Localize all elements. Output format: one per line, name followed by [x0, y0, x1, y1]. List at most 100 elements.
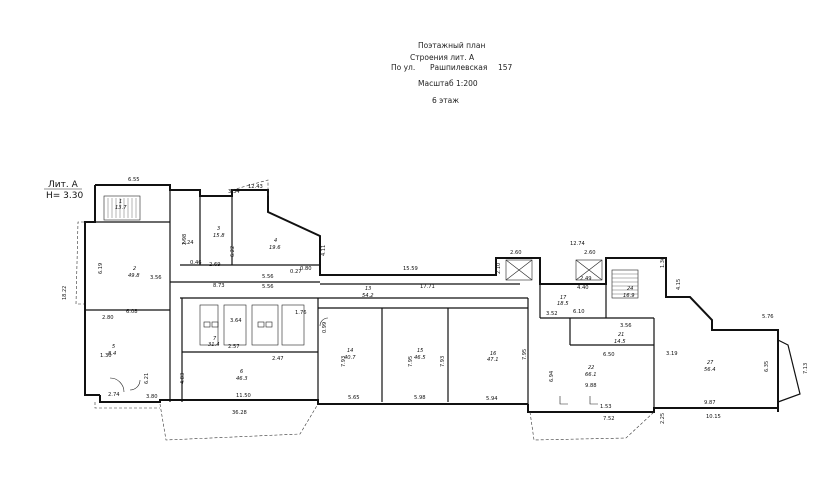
- door-swing: [319, 317, 329, 327]
- dim-label-vertical: 4.11: [321, 245, 327, 256]
- dim-label: 4.40: [577, 285, 589, 291]
- room-2: 2 49.8: [128, 266, 140, 279]
- header-title: Поэтажный план: [418, 41, 485, 50]
- room-area: 13.7: [115, 205, 127, 211]
- dim-label-vertical: 2.25: [660, 413, 666, 424]
- dim-label: 3.52: [546, 311, 558, 317]
- room-22: 22 66.1: [585, 365, 597, 378]
- building-height: Н= 3.30: [46, 191, 83, 201]
- stair-1: [103, 195, 141, 221]
- balconies: [75, 179, 655, 441]
- header-scale: Масштаб 1:200: [418, 79, 478, 88]
- dim-label: 2.57: [228, 344, 240, 350]
- dim-label: 11.50: [236, 393, 251, 399]
- balcony-west: [75, 221, 84, 305]
- dim-label: 3.34: [228, 189, 240, 195]
- lift-2: [575, 259, 603, 281]
- building-label: Лит. А Н= 3.30: [44, 180, 83, 201]
- dim-label: 9.87: [704, 400, 716, 406]
- room-number: 1: [119, 199, 122, 205]
- dim-label: 2.80: [102, 315, 114, 321]
- dim-label: 5.94: [486, 396, 498, 402]
- wall-south-right: [527, 404, 778, 413]
- room-area: 19.6: [269, 245, 281, 251]
- doors: [109, 317, 598, 405]
- dim-label: 5.76: [762, 314, 774, 320]
- room-number: 16: [490, 351, 496, 357]
- room-16: 16 47.1: [487, 351, 499, 363]
- sink-1: [203, 321, 211, 328]
- room-3: 3 15.8: [213, 226, 225, 239]
- dim-label: 5.56: [262, 284, 274, 290]
- dim-label: 6.08: [126, 309, 138, 315]
- balcony-north: [231, 179, 269, 196]
- dim-label: 2.60: [510, 250, 522, 256]
- door-marker: [589, 396, 598, 405]
- room-number: 14: [347, 348, 353, 354]
- lift-2-cross: [575, 259, 603, 281]
- dim-label: 0.27: [290, 269, 302, 275]
- dim-label: 3.19: [666, 351, 678, 357]
- room-27: 27 56.4: [704, 360, 716, 373]
- room-7: 7 31.4: [208, 336, 220, 348]
- room-area: 49.8: [128, 273, 140, 279]
- dim-label: 0.80: [300, 266, 312, 272]
- plan-header: Поэтажный план Строения лит. А По ул. Ра…: [391, 41, 513, 105]
- dim-label: 5.56: [262, 274, 274, 280]
- room-15: 15 46.5: [414, 348, 426, 361]
- dim-label: 5.98: [414, 395, 426, 401]
- dim-label-vertical: 7.95: [522, 349, 528, 360]
- wall-east-bay: [777, 339, 801, 403]
- room-number: 4: [274, 238, 277, 244]
- dim-label-vertical: 6.35: [764, 361, 770, 372]
- dim-label-vertical: 7.95: [408, 356, 414, 367]
- sanitary-block: [199, 304, 305, 346]
- dim-label: 36.28: [232, 410, 247, 416]
- dim-label-vertical: 7.13: [803, 363, 809, 374]
- dim-label: 0.46: [190, 260, 202, 266]
- room-area: 14.5: [614, 339, 626, 345]
- room-area: 56.4: [704, 367, 716, 373]
- balcony-south-right: [529, 411, 655, 441]
- dim-label: 17.71: [420, 284, 435, 290]
- door-swing: [109, 377, 125, 393]
- dim-label: 1.53: [600, 404, 612, 410]
- wc-2: [223, 304, 247, 346]
- room-labels: 1 13.7 2 49.8 3 15.8 4 19.6 5 8.4 6 46.3…: [108, 199, 716, 382]
- room-24: 24 16.9: [623, 286, 635, 299]
- dim-label: 3.64: [230, 318, 242, 324]
- dim-label-vertical: 7.93: [341, 356, 347, 367]
- header-building: Строения лит. А: [410, 53, 475, 62]
- dim-label-vertical: 6.94: [549, 371, 555, 382]
- dim-label-vertical: 18.22: [62, 286, 68, 300]
- room-number: 6: [240, 369, 243, 375]
- outer-walls: [84, 184, 801, 413]
- dim-label: 12.43: [248, 184, 263, 190]
- room-number: 7: [213, 336, 217, 342]
- room-13: 13 54.2: [362, 286, 374, 299]
- dim-label: 3.56: [150, 275, 162, 281]
- dim-label-vertical: 2.10: [496, 263, 502, 274]
- wall-north-left: [95, 184, 321, 270]
- room-5: 5 8.4: [108, 344, 116, 357]
- dim-label: 2.24: [182, 240, 194, 246]
- dim-label: 2.49: [580, 276, 592, 282]
- wall-west: [84, 185, 100, 396]
- room-4: 4 19.6: [269, 238, 281, 251]
- dim-label-vertical: 6.22: [230, 246, 236, 257]
- dim-label-vertical: 6.21: [144, 373, 150, 384]
- dim-label-vertical: 1.36: [660, 257, 666, 268]
- room-area: 54.2: [362, 293, 374, 299]
- room-area: 40.7: [344, 355, 356, 361]
- room-number: 13: [365, 286, 371, 292]
- dim-label: 1.76: [295, 310, 307, 316]
- dim-label: 3.56: [620, 323, 632, 329]
- dim-label: 8.73: [213, 283, 225, 289]
- dim-label: 5.65: [348, 395, 360, 401]
- staircases: [103, 195, 639, 299]
- room-area: 18.5: [557, 301, 569, 307]
- room-number: 5: [112, 344, 115, 350]
- wall-south-mid: [99, 395, 528, 405]
- lift-1-cross: [505, 259, 533, 281]
